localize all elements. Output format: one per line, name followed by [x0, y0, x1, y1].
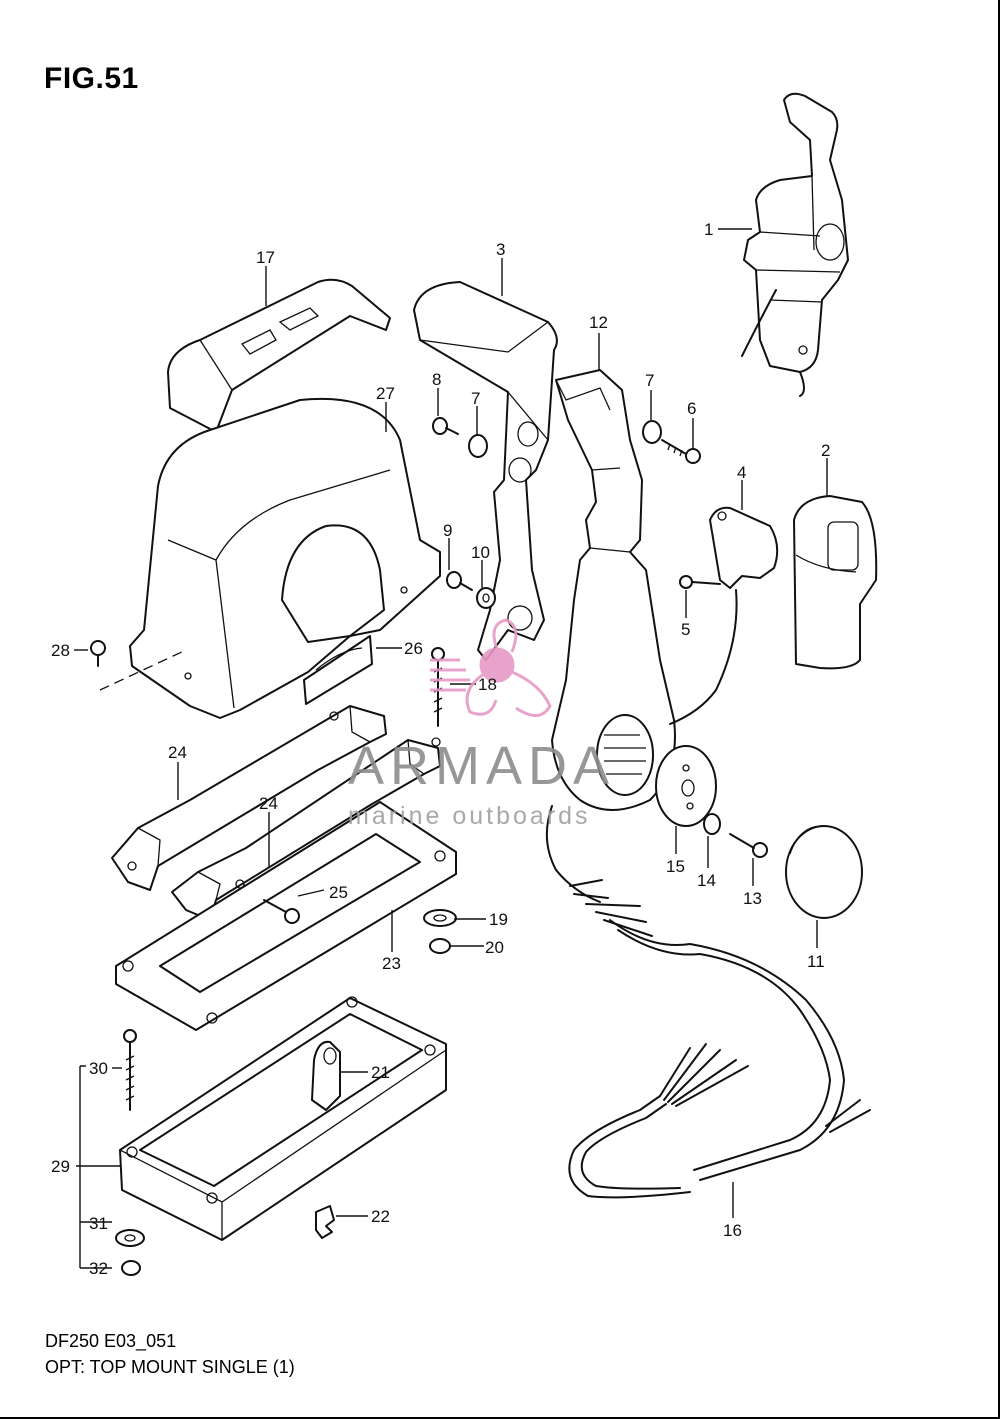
part-19-washer	[423, 909, 457, 927]
part-26-bracket-plate	[303, 635, 373, 705]
part-7-lock-washer-a	[468, 434, 488, 458]
part-27-main-cover	[129, 397, 441, 719]
part-2-grip-cover	[793, 495, 878, 670]
part-3-lever-arm	[413, 281, 558, 661]
callout-24-lower: 24	[259, 794, 278, 813]
callout-16: 16	[723, 1221, 742, 1240]
part-28-screw	[90, 640, 187, 691]
callout-25: 25	[329, 883, 348, 902]
part-10-washer	[476, 587, 496, 609]
callout-18: 18	[478, 675, 497, 694]
callout-29: 29	[51, 1157, 70, 1176]
callout-24-upper: 24	[168, 743, 187, 762]
callout-19: 19	[489, 910, 508, 929]
callout-3: 3	[496, 240, 505, 259]
part-9-screw	[446, 571, 473, 591]
callout-4: 4	[737, 463, 746, 482]
part-24-slide-rail-upper	[111, 705, 387, 891]
part-11-end-cap	[785, 825, 863, 919]
watermark: ARMADA marine outboards	[348, 618, 615, 830]
callout-7-left: 7	[471, 389, 480, 408]
callout-6: 6	[687, 399, 696, 418]
part-21-clip	[311, 1040, 341, 1111]
part-17-top-cap	[167, 278, 391, 433]
callout-28: 28	[51, 641, 70, 660]
part-20-nut	[429, 938, 451, 954]
part-12-control-housing	[551, 369, 676, 811]
callout-2: 2	[821, 441, 830, 460]
callout-12: 12	[589, 313, 608, 332]
callout-11: 11	[807, 952, 825, 971]
callout-32: 32	[89, 1259, 108, 1278]
part-6-screw	[661, 439, 701, 464]
callout-26: 26	[404, 639, 423, 658]
callout-31: 31	[89, 1214, 108, 1233]
callout-9: 9	[443, 521, 452, 540]
part-22-retainer	[315, 1205, 335, 1239]
figure-description: OPT: TOP MOUNT SINGLE (1)	[45, 1357, 295, 1377]
model-code: DF250 E03_051	[45, 1331, 177, 1351]
part-4-neutral-switch	[669, 506, 779, 725]
watermark-brand: ARMADA	[348, 736, 615, 796]
part-16-wiring-harness	[545, 805, 871, 1199]
part-15-cover-plate	[655, 745, 717, 827]
part-13-screw	[729, 833, 768, 858]
callout-10: 10	[471, 543, 490, 562]
callout-23: 23	[382, 954, 401, 973]
figure-title: FIG.51	[44, 62, 139, 95]
callout-20: 20	[485, 938, 504, 957]
part-30-screw	[123, 1029, 137, 1111]
part-32-nut	[121, 1260, 141, 1276]
callout-17: 17	[256, 248, 275, 267]
part-8-screw	[432, 417, 459, 435]
part-29-mounting-base	[119, 996, 447, 1241]
callout-14: 14	[697, 871, 716, 890]
callout-22: 22	[371, 1207, 390, 1226]
callout-7-right: 7	[645, 371, 654, 390]
part-5-screw	[679, 575, 721, 589]
watermark-logo	[430, 618, 552, 717]
callout-30: 30	[89, 1059, 108, 1078]
part-14-lock-washer	[703, 813, 721, 835]
callout-5: 5	[681, 620, 690, 639]
callout-8: 8	[432, 370, 441, 389]
part-31-washer	[115, 1229, 145, 1247]
callout-labels: 1 2 3 4 5 6 7 7 8 9 10 11 12 13 14 15 16…	[51, 220, 830, 1278]
callout-1: 1	[704, 220, 713, 239]
callout-21: 21	[371, 1063, 390, 1082]
part-1-control-handle	[741, 92, 849, 397]
callout-27: 27	[376, 384, 395, 403]
watermark-tagline: marine outboards	[348, 802, 591, 830]
part-25-screw	[263, 899, 300, 924]
callout-15: 15	[666, 857, 685, 876]
callout-13: 13	[743, 889, 762, 908]
part-7-lock-washer-b	[642, 420, 662, 444]
